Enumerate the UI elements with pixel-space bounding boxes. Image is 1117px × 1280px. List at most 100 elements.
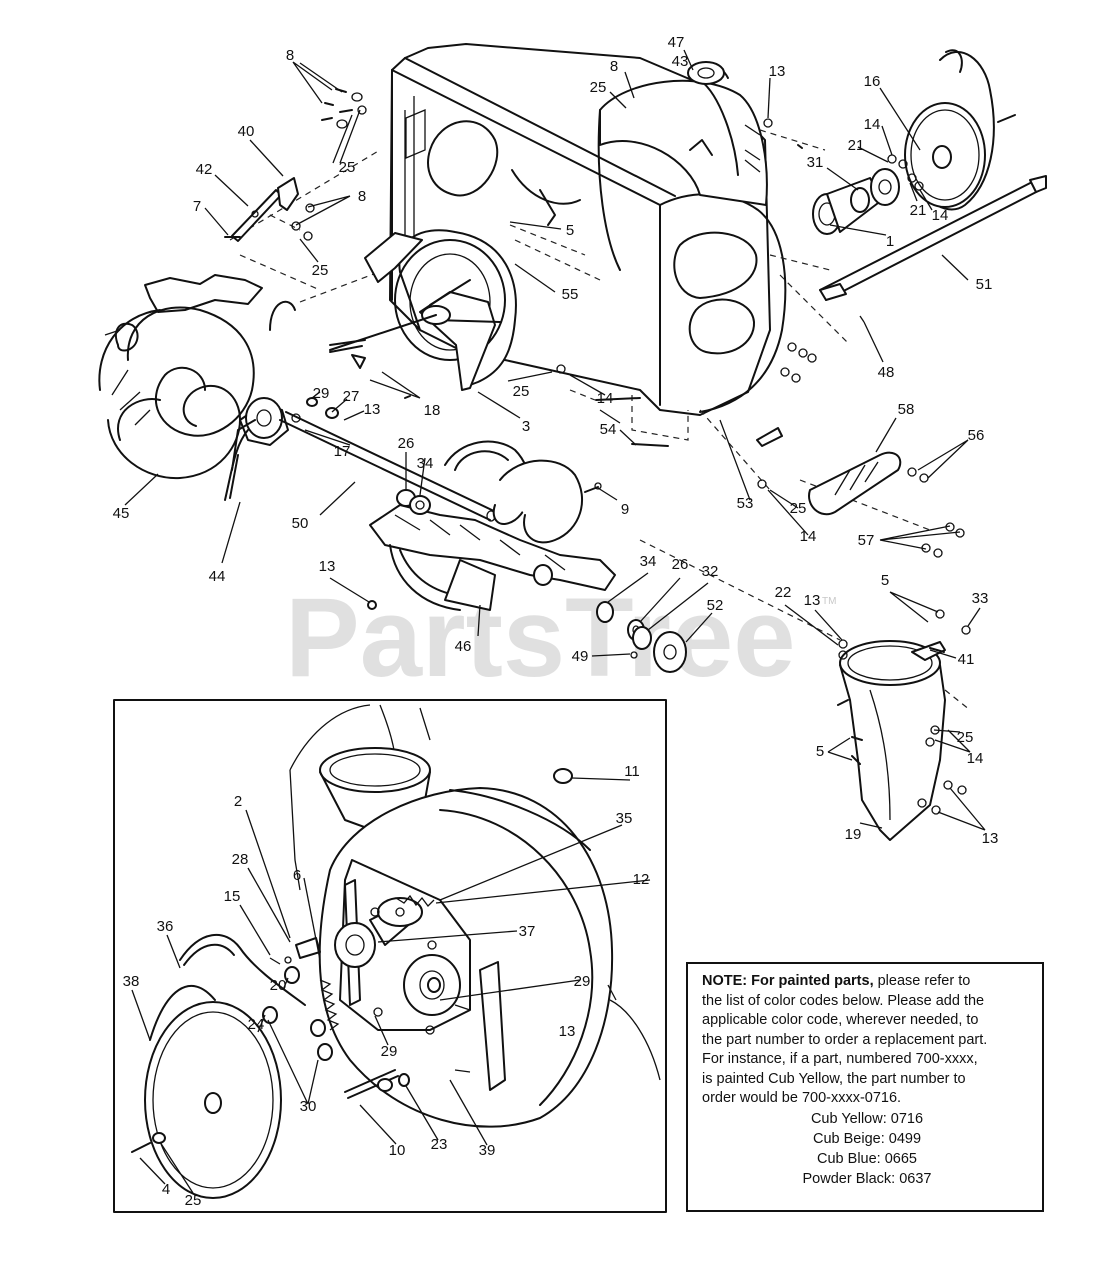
callout-18: 18 (424, 402, 441, 419)
callout-51: 51 (976, 276, 993, 293)
callout-23: 23 (431, 1136, 448, 1153)
callout-22: 22 (775, 584, 792, 601)
note-line: applicable color code, wherever needed, … (702, 1012, 979, 1028)
drive-pulley-assembly (763, 49, 1047, 323)
note-heading: NOTE: For painted parts, (702, 973, 874, 989)
callout-13: 13 (804, 592, 821, 609)
impeller (329, 229, 517, 391)
callout-41: 41 (958, 651, 975, 668)
callout-20: 20 (270, 977, 287, 994)
callout-56: 56 (968, 427, 985, 444)
callout-29: 29 (381, 1043, 398, 1060)
callout-57: 57 (858, 532, 875, 549)
callout-24: 24 (248, 1016, 265, 1033)
note-line: For instance, if a part, numbered 700-xx… (702, 1051, 978, 1067)
callout-13: 13 (769, 63, 786, 80)
small-parts-mid-left (291, 339, 602, 610)
callout-13: 13 (559, 1023, 576, 1040)
callout-17: 17 (334, 443, 351, 460)
callout-37: 37 (519, 923, 536, 940)
callout-58: 58 (898, 401, 915, 418)
auger-left (98, 274, 296, 501)
callout-50: 50 (292, 515, 309, 532)
watermark-tm: TM (822, 596, 836, 607)
color-code: Powder Black: 0637 (802, 1170, 932, 1187)
callout-1: 1 (886, 233, 894, 250)
callout-8: 8 (358, 188, 366, 205)
callout-45: 45 (113, 505, 130, 522)
note-line: order would be 700-xxxx-0716. (702, 1090, 902, 1106)
color-code: Cub Beige: 0499 (812, 1130, 922, 1147)
callout-49: 49 (572, 648, 589, 665)
callout-33: 33 (972, 590, 989, 607)
callout-30: 30 (300, 1098, 317, 1115)
callout-5: 5 (881, 572, 889, 589)
callout-25: 25 (790, 500, 807, 517)
inset-assembly (131, 704, 661, 1199)
callout-55: 55 (562, 286, 579, 303)
color-code: Cub Blue: 0665 (817, 1150, 917, 1167)
callout-29: 29 (313, 385, 330, 402)
callout-26: 26 (398, 435, 415, 452)
callout-36: 36 (157, 918, 174, 935)
callout-4: 4 (162, 1181, 170, 1198)
callout-28: 28 (232, 851, 249, 868)
callout-47: 47 (668, 34, 685, 51)
leader-lines (124, 49, 986, 1194)
callout-14: 14 (967, 750, 984, 767)
callout-27: 27 (343, 388, 360, 405)
callout-44: 44 (209, 568, 226, 585)
callout-5: 5 (816, 743, 824, 760)
callout-48: 48 (878, 364, 895, 381)
callout-5: 5 (566, 222, 574, 239)
callout-25: 25 (185, 1192, 202, 1209)
callout-40: 40 (238, 123, 255, 140)
callout-34: 34 (417, 455, 434, 472)
callout-43: 43 (672, 53, 689, 70)
callout-7: 7 (193, 198, 201, 215)
callout-10: 10 (389, 1142, 406, 1159)
callout-13: 13 (319, 558, 336, 575)
callout-26: 26 (672, 556, 689, 573)
callout-21: 21 (910, 202, 927, 219)
callout-19: 19 (845, 826, 862, 843)
callout-14: 14 (597, 390, 614, 407)
discharge-chute (837, 609, 971, 841)
callout-25: 25 (590, 79, 607, 96)
callout-14: 14 (800, 528, 817, 545)
callout-3: 3 (522, 418, 530, 435)
callout-11: 11 (624, 763, 640, 780)
painted-parts-note: NOTE: For painted parts, please refer to… (686, 962, 1044, 1212)
callout-31: 31 (807, 154, 824, 171)
callout-25: 25 (513, 383, 530, 400)
callout-12: 12 (633, 871, 650, 888)
note-line: the part number to order a replacement p… (702, 1031, 988, 1048)
note-line: is painted Cub Yellow, the part number t… (702, 1070, 966, 1087)
callout-38: 38 (123, 973, 140, 990)
callout-34: 34 (640, 553, 657, 570)
callout-46: 46 (455, 638, 472, 655)
chute-crank-parts (224, 88, 367, 242)
color-code-list: Cub Yellow: 0716 Cub Beige: 0499 Cub Blu… (702, 1109, 1032, 1189)
note-line: please refer to (873, 973, 971, 989)
skid-plate (808, 451, 965, 558)
callout-25: 25 (957, 729, 974, 746)
callout-39: 39 (479, 1142, 496, 1159)
callout-21: 21 (848, 137, 865, 154)
callout-8: 8 (610, 58, 618, 75)
note-body: NOTE: For painted parts, please refer to… (702, 972, 1032, 1109)
callout-54: 54 (600, 421, 617, 438)
callout-13: 13 (982, 830, 999, 847)
callout-42: 42 (196, 161, 213, 178)
bearing-parts (596, 601, 687, 673)
hardware-right (556, 342, 817, 489)
callout-32: 32 (702, 563, 719, 580)
callout-25: 25 (339, 159, 356, 176)
callout-25: 25 (312, 262, 329, 279)
callout-53: 53 (737, 495, 754, 512)
callout-6: 6 (293, 867, 301, 884)
callout-2: 2 (234, 793, 242, 810)
note-line: the list of color codes below. Please ad… (702, 992, 985, 1009)
watermark: PartsTree (285, 575, 796, 700)
callout-52: 52 (707, 597, 724, 614)
